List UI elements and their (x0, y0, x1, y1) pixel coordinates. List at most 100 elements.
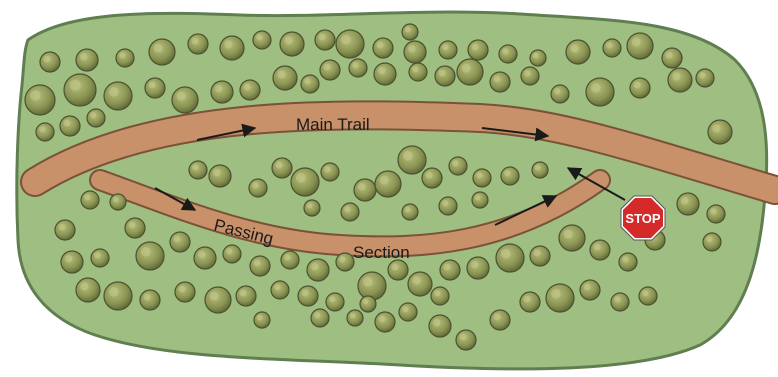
tree-icon (306, 258, 330, 282)
tree-highlight (404, 206, 411, 213)
tree-icon (325, 292, 345, 312)
tree-icon (271, 157, 293, 179)
tree-icon (626, 32, 654, 60)
tree-highlight (432, 318, 441, 327)
tree-icon (80, 190, 100, 210)
tree-highlight (493, 75, 501, 83)
tree-icon (139, 289, 161, 311)
tree-highlight (461, 63, 471, 73)
tree-highlight (550, 288, 561, 299)
direction-arrow-icon (481, 127, 550, 142)
tree-icon (439, 259, 461, 281)
tree-highlight (412, 276, 421, 285)
tree-highlight (352, 62, 359, 69)
tree-icon (498, 44, 518, 64)
tree-highlight (274, 284, 281, 291)
tree-icon (456, 58, 484, 86)
direction-arrow-icon (154, 187, 197, 211)
tree-highlight (197, 250, 206, 259)
tree-highlight (699, 72, 706, 79)
tree-icon (193, 246, 217, 270)
tree-highlight (119, 52, 126, 59)
tree-highlight (642, 290, 649, 297)
tree-icon (520, 66, 540, 86)
tree-icon (171, 86, 199, 114)
tree-icon (466, 256, 490, 280)
tree-highlight (318, 33, 326, 41)
tree-icon (558, 224, 586, 252)
tree-icon (280, 250, 300, 270)
tree-icon (300, 74, 320, 94)
tree-icon (428, 314, 452, 338)
tree-highlight (438, 69, 446, 77)
tree-highlight (362, 298, 369, 305)
tree-highlight (252, 182, 259, 189)
tree-icon (403, 40, 427, 64)
tree-icon (430, 286, 450, 306)
tree-icon (248, 178, 268, 198)
tree-highlight (243, 83, 251, 91)
tree-icon (310, 308, 330, 328)
tree-icon (706, 204, 726, 224)
tree-highlight (563, 229, 573, 239)
section-label: Section (353, 243, 410, 262)
tree-icon (471, 191, 489, 209)
tree-icon (585, 77, 615, 107)
tree-highlight (69, 79, 81, 91)
tree-icon (398, 302, 418, 322)
tree-highlight (614, 296, 621, 303)
tree-icon (135, 241, 165, 271)
tree-highlight (108, 286, 119, 297)
tree-icon (75, 48, 99, 72)
tree-icon (340, 202, 360, 222)
tree-highlight (470, 260, 479, 269)
tree-highlight (284, 36, 293, 45)
tree-highlight (128, 221, 136, 229)
tree-icon (187, 33, 209, 55)
tree-icon (565, 39, 591, 65)
tree-icon (438, 196, 458, 216)
tree-highlight (329, 296, 336, 303)
tree-icon (279, 31, 305, 57)
tree-highlight (452, 160, 459, 167)
tree-icon (618, 252, 638, 272)
tree-highlight (94, 252, 101, 259)
tree-highlight (554, 88, 561, 95)
tree-highlight (108, 86, 119, 97)
tree-icon (169, 231, 191, 253)
tree-icon (109, 193, 127, 211)
direction-arrow-icon (566, 167, 626, 201)
tree-highlight (407, 44, 416, 53)
tree-icon (359, 295, 377, 313)
tree-highlight (178, 285, 186, 293)
tree-icon (103, 281, 133, 311)
tree-highlight (344, 206, 351, 213)
tree-highlight (301, 289, 309, 297)
tree-highlight (277, 70, 286, 79)
tree-highlight (570, 44, 579, 53)
tree-icon (397, 145, 427, 175)
tree-highlight (239, 289, 247, 297)
tree-icon (208, 164, 232, 188)
tree-highlight (502, 48, 509, 55)
tree-highlight (339, 256, 346, 263)
tree-icon (270, 280, 290, 300)
tree-highlight (672, 72, 681, 81)
tree-highlight (633, 81, 641, 89)
tree-highlight (680, 196, 689, 205)
tree-highlight (340, 34, 351, 45)
tree-highlight (143, 293, 151, 301)
tree-icon (438, 40, 458, 60)
tree-highlight (606, 42, 613, 49)
tree-highlight (425, 171, 433, 179)
tree-highlight (253, 259, 261, 267)
tree-icon (144, 77, 166, 99)
tree-icon (357, 271, 387, 301)
tree-highlight (391, 263, 399, 271)
tree-icon (589, 239, 611, 261)
tree-icon (348, 58, 368, 78)
tree-icon (374, 311, 396, 333)
tree-highlight (256, 34, 263, 41)
tree-icon (204, 286, 232, 314)
tree-icon (314, 29, 336, 51)
